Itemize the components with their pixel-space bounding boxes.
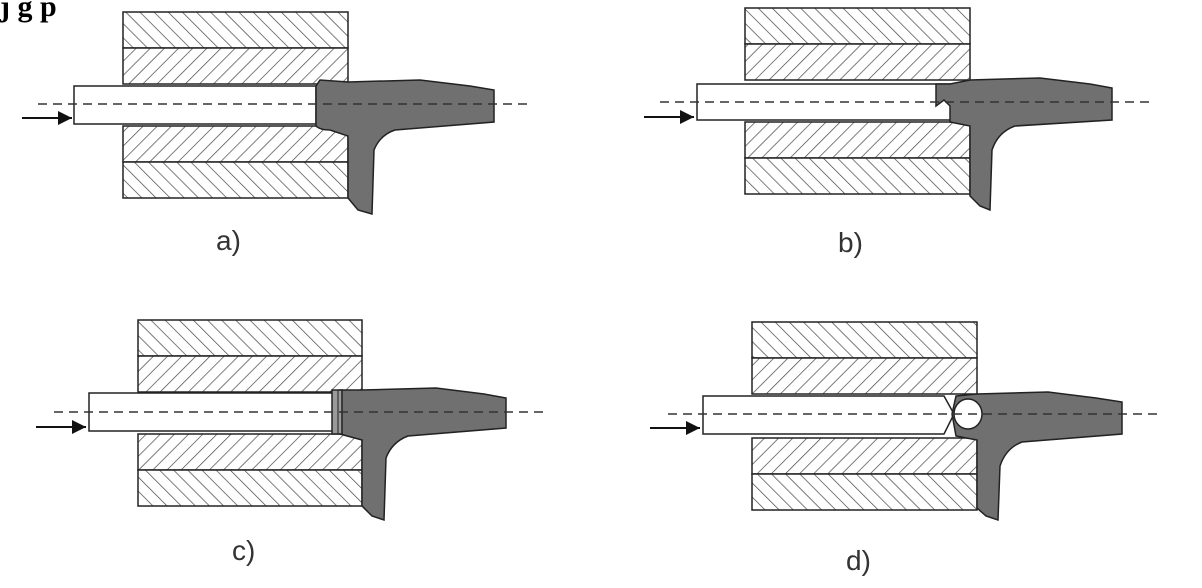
die-top-inner bbox=[122, 47, 349, 85]
panel-a: a) bbox=[22, 11, 530, 256]
die-bottom-outer bbox=[751, 473, 978, 511]
material-billet bbox=[951, 391, 1123, 522]
punch bbox=[73, 85, 317, 125]
header-fragment: j g p bbox=[0, 0, 57, 23]
panel-caption: d) bbox=[846, 545, 871, 576]
die-bottom-outer bbox=[744, 157, 971, 195]
die-top-inner bbox=[751, 357, 978, 395]
punch bbox=[702, 395, 955, 435]
die-top-inner bbox=[137, 355, 363, 393]
panel-d: d) bbox=[650, 321, 1162, 576]
material-billet bbox=[339, 387, 507, 522]
die-top-outer bbox=[744, 7, 971, 45]
die-bottom-inner bbox=[751, 437, 978, 475]
die-top-outer bbox=[122, 11, 349, 49]
die-top-outer bbox=[137, 319, 363, 357]
die-top-outer bbox=[751, 321, 978, 359]
die-bottom-inner bbox=[744, 121, 971, 159]
material-billet bbox=[935, 77, 1113, 212]
panel-caption: a) bbox=[216, 225, 241, 256]
die-bottom-inner bbox=[137, 433, 363, 471]
material-billet bbox=[315, 79, 495, 215]
panel-caption: b) bbox=[838, 227, 863, 258]
panel-b: b) bbox=[644, 7, 1155, 258]
panel-caption: c) bbox=[232, 535, 255, 566]
panel-c: c) bbox=[36, 319, 545, 566]
die-bottom-outer bbox=[122, 161, 349, 199]
die-top-inner bbox=[744, 43, 971, 81]
die-bottom-inner bbox=[122, 125, 349, 163]
die-bottom-outer bbox=[137, 469, 363, 507]
